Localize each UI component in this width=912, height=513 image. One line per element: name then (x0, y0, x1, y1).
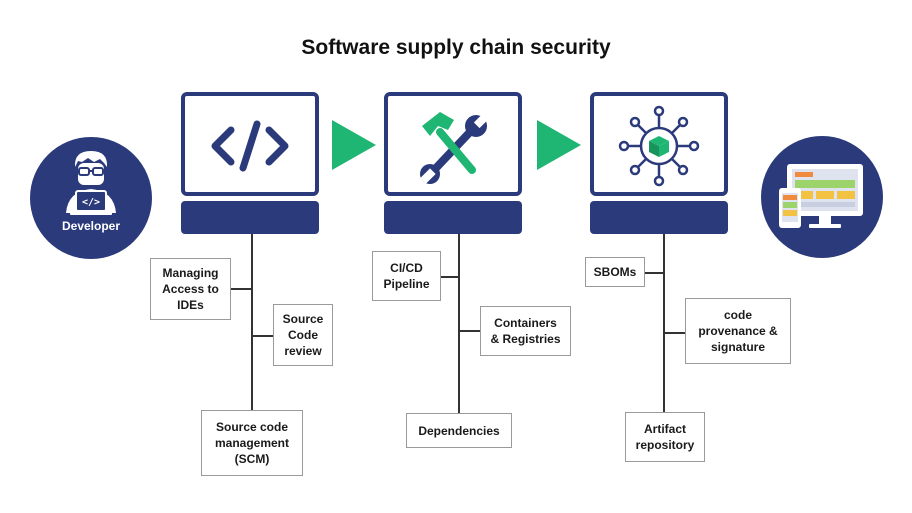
item-dependencies: Dependencies (406, 413, 512, 448)
network-icon (618, 105, 700, 187)
devices-icon (779, 164, 863, 228)
developer-label: Developer (61, 219, 121, 233)
connector-branch (440, 276, 459, 278)
connector-branch (459, 330, 481, 332)
developer-icon: </> (66, 151, 116, 215)
svg-text:</>: </> (82, 197, 100, 208)
stage-code-connector (251, 234, 253, 410)
arrow-right-icon (537, 120, 581, 170)
item-artifact-repository: Artifact repository (625, 412, 705, 462)
connector-branch (252, 335, 274, 337)
stage-build-box (384, 92, 522, 196)
tools-icon (420, 112, 490, 184)
item-code-provenance: code provenance & signature (685, 298, 791, 364)
stage-deploy-base (590, 201, 728, 234)
item-scm: Source code management (SCM) (201, 410, 303, 476)
stage-code-box (181, 92, 319, 196)
stage-deploy-box (590, 92, 728, 196)
stage-build-base (384, 201, 522, 234)
arrow-right-icon (332, 120, 376, 170)
connector-branch (644, 272, 664, 274)
item-sboms: SBOMs (585, 257, 645, 287)
code-icon (211, 120, 289, 172)
devices-circle (761, 136, 883, 258)
stage-code-base (181, 201, 319, 234)
stage-build-connector (458, 234, 460, 414)
connector-branch (664, 332, 686, 334)
item-containers-registries: Containers & Registries (480, 306, 571, 356)
stage-deploy-connector (663, 234, 665, 412)
developer-circle: </> Developer (30, 137, 152, 259)
connector-branch (230, 288, 252, 290)
page-title: Software supply chain security (301, 36, 611, 59)
item-cicd-pipeline: CI/CD Pipeline (372, 251, 441, 301)
item-managing-access-ides: Managing Access to IDEs (150, 258, 231, 320)
item-source-code-review: Source Code review (273, 304, 333, 366)
